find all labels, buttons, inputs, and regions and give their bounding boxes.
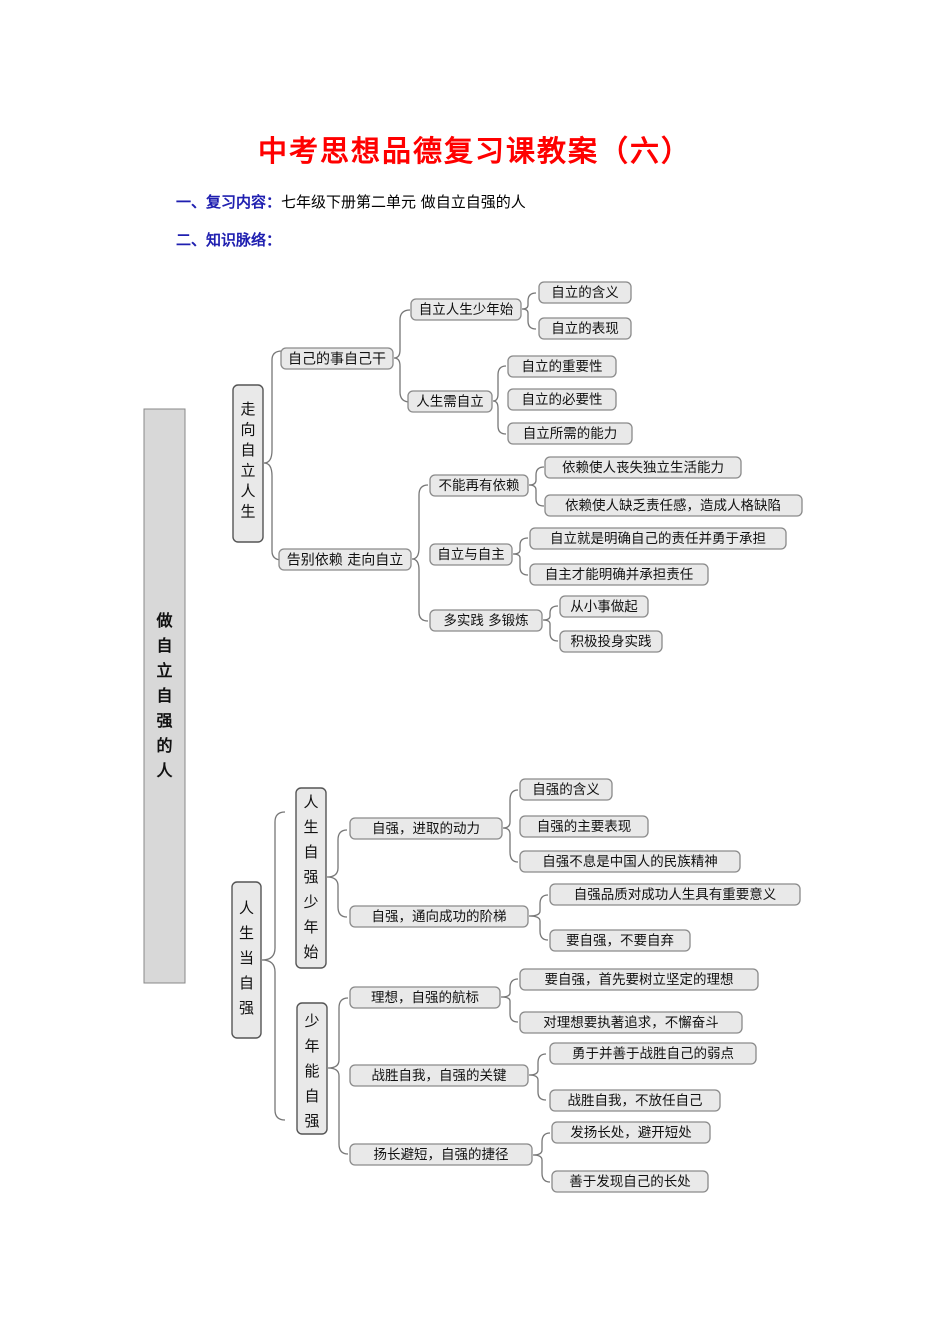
part1-b2-item-0: 自立就是明确自己的责任并勇于承担 bbox=[550, 531, 766, 547]
part2-a2-item-0: 自强品质对成功人生具有重要意义 bbox=[574, 886, 777, 903]
part2-a-vertical-label: 人生自强少年始 bbox=[303, 793, 318, 961]
part2-a2-item-1: 要自强，不要自弃 bbox=[566, 933, 674, 949]
part1-b3-label: 多实践 多锻炼 bbox=[443, 612, 528, 629]
part1-b-label: 告别依赖 走向自立 bbox=[287, 553, 403, 569]
knowledge-outline-line: 二、知识脉络： bbox=[176, 229, 281, 250]
root-node: 做自立自强的人 bbox=[143, 408, 186, 984]
part1-a1-brace bbox=[521, 292, 537, 330]
part2-a1-item-1: 自强的主要表现 bbox=[537, 819, 632, 835]
review-content-value: 七年级下册第二单元 做自立自强的人 bbox=[281, 193, 526, 211]
part2-brace bbox=[261, 811, 286, 1121]
part1-a-brace bbox=[393, 309, 411, 403]
part1-b2-brace bbox=[512, 537, 529, 576]
part2-b1-label: 理想，自强的航标 bbox=[371, 990, 479, 1006]
part2-b3-brace bbox=[532, 1132, 551, 1183]
part1-b2-item-1: 自主才能明确并承担责任 bbox=[545, 567, 694, 583]
part1-b1-label: 不能再有依赖 bbox=[439, 478, 520, 494]
page-title: 中考思想品德复习课教案（六） bbox=[257, 134, 692, 168]
part1-b1-brace bbox=[528, 466, 545, 507]
part2-a1-item-2: 自强不息是中国人的民族精神 bbox=[542, 853, 718, 870]
part2-a2-brace bbox=[528, 894, 549, 941]
part2-b2-item-1: 战胜自我，不放任自己 bbox=[568, 1093, 703, 1109]
part1-a1-item-0: 自立的含义 bbox=[551, 285, 619, 301]
review-content-label: 一、复习内容： bbox=[176, 193, 282, 211]
part1-a2-brace bbox=[492, 365, 507, 435]
part2-b1-brace bbox=[500, 978, 519, 1023]
part1-vertical-label: 走向自立人生 bbox=[240, 400, 255, 521]
part1-b3-item-1: 积极投身实践 bbox=[571, 634, 652, 650]
part1-b2-label: 自立与自主 bbox=[437, 547, 505, 563]
part2-b3-label: 扬长避短，自强的捷径 bbox=[374, 1147, 509, 1163]
part2-b2-brace bbox=[528, 1053, 547, 1101]
part1-b-brace bbox=[411, 484, 429, 622]
part2-vertical-label: 人生当自强 bbox=[239, 899, 254, 1017]
part1-a2-item-2: 自立所需的能力 bbox=[523, 426, 618, 442]
part2-b2-item-0: 勇于并善于战胜自己的弱点 bbox=[572, 1046, 734, 1062]
part1-branch: 走向自立人生 自己的事自己干 自立人生少年始 自立的含义 自立的表现 人生需自立… bbox=[232, 281, 803, 653]
part2-branch: 人生当自强 人生自强少年始 自强，进取的动力 自强的含义 自强的主要表现 自强不… bbox=[231, 778, 801, 1193]
part1-brace bbox=[263, 350, 283, 561]
root-vertical-label: 做自立自强的人 bbox=[155, 611, 173, 780]
part1-a2-item-1: 自立的必要性 bbox=[522, 392, 603, 408]
part2-b-brace bbox=[327, 997, 349, 1155]
part2-b3-item-0: 发扬长处，避开短处 bbox=[570, 1125, 692, 1141]
part2-a1-item-0: 自强的含义 bbox=[532, 782, 600, 798]
part2-b-vertical-label: 少年能自强 bbox=[304, 1012, 319, 1130]
part2-a2-label: 自强，通向成功的阶梯 bbox=[372, 909, 507, 925]
part2-b1-item-0: 要自强，首先要树立坚定的理想 bbox=[545, 972, 734, 988]
part2-b1-item-1: 对理想要执著追求，不懈奋斗 bbox=[543, 1014, 719, 1031]
part2-a1-label: 自强，进取的动力 bbox=[372, 821, 480, 837]
part1-b3-brace bbox=[542, 605, 559, 642]
part1-a1-item-1: 自立的表现 bbox=[551, 321, 619, 337]
part1-b1-item-1: 依赖使人缺乏责任感，造成人格缺陷 bbox=[565, 497, 781, 514]
review-content-line: 一、复习内容：七年级下册第二单元 做自立自强的人 bbox=[176, 191, 526, 212]
part1-a-label: 自己的事自己干 bbox=[288, 352, 386, 368]
part2-b2-label: 战胜自我，自强的关键 bbox=[372, 1068, 507, 1084]
part2-a-brace bbox=[326, 829, 348, 918]
knowledge-outline-label: 二、知识脉络： bbox=[176, 231, 282, 249]
part1-a2-label: 人生需自立 bbox=[416, 394, 484, 410]
part1-b3-item-0: 从小事做起 bbox=[570, 599, 638, 615]
part2-b3-item-1: 善于发现自己的长处 bbox=[569, 1174, 691, 1190]
part1-a1-label: 自立人生少年始 bbox=[419, 302, 514, 318]
part1-b1-item-0: 依赖使人丧失独立生活能力 bbox=[562, 459, 724, 476]
part2-a1-brace bbox=[502, 789, 519, 863]
part1-a2-item-0: 自立的重要性 bbox=[522, 359, 603, 375]
